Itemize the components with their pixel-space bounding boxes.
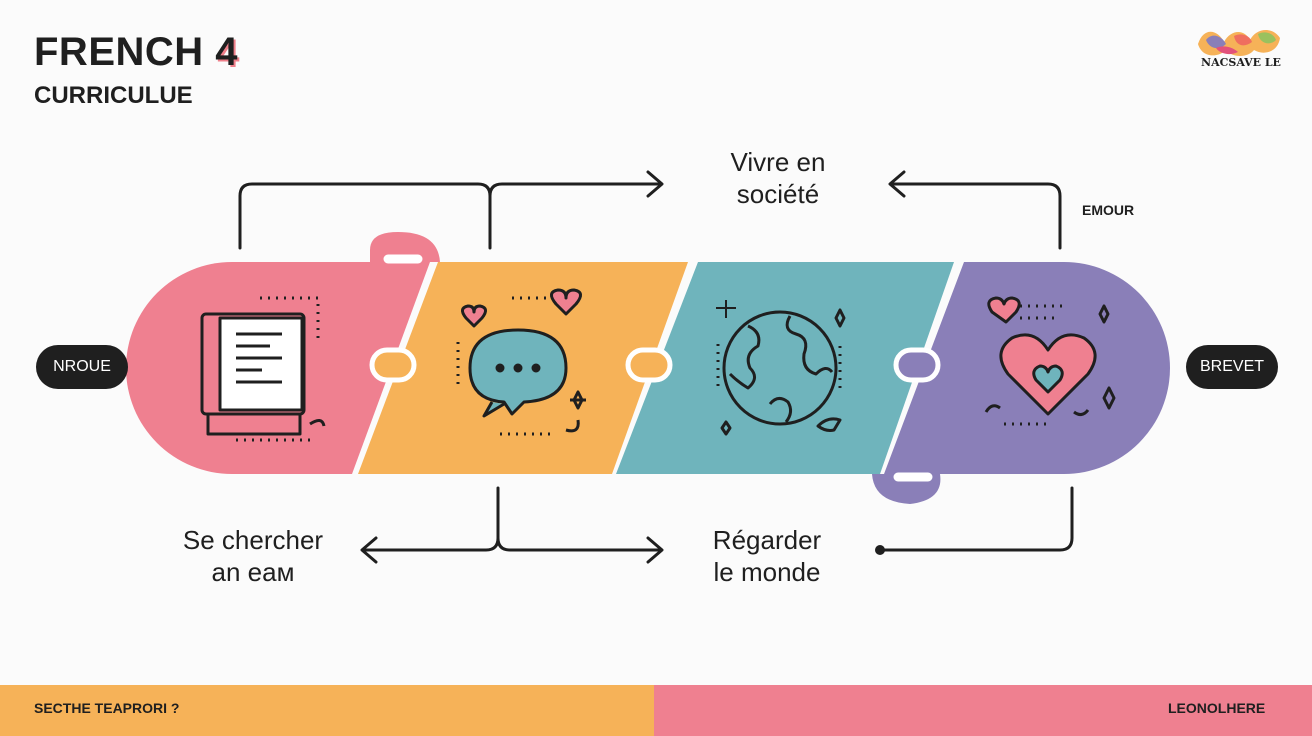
- stage-regarder-le-monde: Régarderle monde: [684, 524, 850, 588]
- connector-dot: [875, 545, 885, 555]
- connector-to-vivre: [490, 184, 660, 196]
- link-knob-3: [896, 350, 938, 380]
- stage-se-chercher: Se chercheran eaм: [160, 524, 346, 588]
- connector-bottom-left: [364, 488, 498, 550]
- start-pill-nroue: NROUE: [36, 345, 128, 389]
- end-pill-brevet: BREVET: [1186, 345, 1278, 389]
- link-knob-1: [372, 350, 414, 380]
- link-knob-2: [628, 350, 670, 380]
- emour-note: EMOUR: [1082, 202, 1134, 218]
- footer-left-text: SECTHE TEAPRORI ?: [34, 700, 179, 716]
- connector-top-left: [240, 184, 490, 248]
- footer-right-text: LEONOLHERE: [1168, 700, 1265, 716]
- connector-to-regarder: [498, 538, 660, 550]
- stage-vivre-en-societe: Vivre ensociété: [690, 146, 866, 210]
- connector-top-right: [892, 184, 1060, 248]
